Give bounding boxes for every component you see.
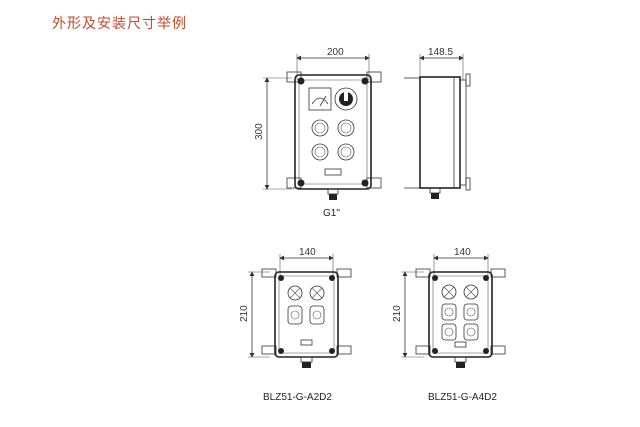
bl-width-label: 140 xyxy=(299,247,316,258)
top-side-view: 148.5 xyxy=(404,47,471,199)
gland-label: G1" xyxy=(323,208,340,219)
screw-icon xyxy=(361,179,369,187)
button-icon xyxy=(441,323,457,341)
top-front-view: 200 300 xyxy=(254,47,382,219)
screw-icon xyxy=(297,77,305,85)
bottom-right-view: 140 210 BLZ51-G-A4D2 xyxy=(392,247,506,403)
indicator-lamp-icon xyxy=(441,284,457,300)
bottom-left-view: 140 210 BLZ51-G-A2D2 xyxy=(239,247,352,403)
enclosure-body xyxy=(274,271,339,358)
page-title: 外形及安装尺寸举例 xyxy=(52,16,187,32)
br-height-label: 210 xyxy=(392,305,403,322)
br-width-label: 140 xyxy=(454,247,471,258)
br-model-label: BLZ51-G-A4D2 xyxy=(428,392,497,403)
button-icon xyxy=(311,119,329,137)
button-icon xyxy=(311,143,329,161)
enclosure-body xyxy=(294,74,372,190)
enclosure-body xyxy=(428,271,493,358)
button-icon xyxy=(441,303,457,321)
screw-icon xyxy=(361,77,369,85)
button-icon xyxy=(463,323,479,341)
button-icon xyxy=(337,143,355,161)
indicator-lamp-icon xyxy=(287,285,303,301)
front-height-label: 300 xyxy=(254,123,265,140)
mounting-lug xyxy=(366,177,382,189)
button-icon xyxy=(287,305,303,325)
meter-icon xyxy=(308,87,332,111)
button-icon xyxy=(309,305,325,325)
bl-model-label: BLZ51-G-A2D2 xyxy=(263,392,332,403)
indicator-lamp-icon xyxy=(309,285,325,301)
rotary-switch-icon xyxy=(334,87,358,111)
button-icon xyxy=(463,303,479,321)
screw-icon xyxy=(297,179,305,187)
side-depth-label: 148.5 xyxy=(428,47,453,58)
mounting-lug xyxy=(366,71,382,83)
bl-height-label: 210 xyxy=(239,305,250,322)
label-plate xyxy=(324,168,342,176)
button-icon xyxy=(337,119,355,137)
mounting-lug xyxy=(286,71,302,83)
front-width-label: 200 xyxy=(327,47,344,58)
indicator-lamp-icon xyxy=(463,284,479,300)
